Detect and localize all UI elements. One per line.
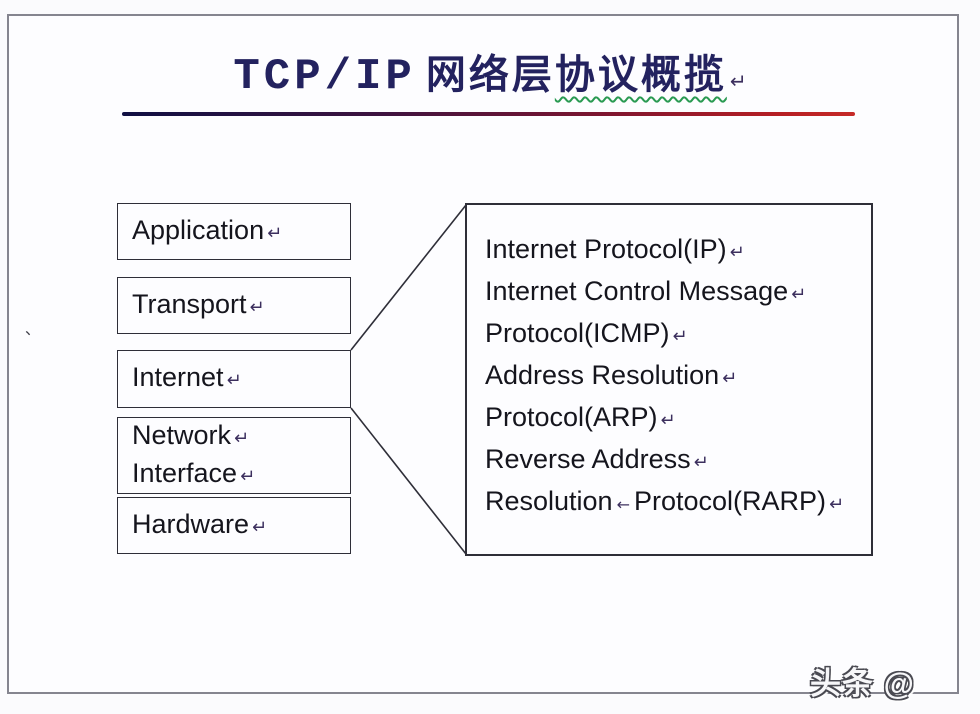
protocol-text: Resolution [485,486,613,516]
title-divider-rule [122,112,855,116]
protocol-item-arp: Address Resolution↵ Protocol(ARP)↵ [485,356,871,440]
protocol-text: Protocol(RARP) [633,486,827,516]
paragraph-return-mark: ↵ [791,284,807,305]
paragraph-return-mark: ↵ [693,452,709,473]
paragraph-return-mark: ↵ [729,242,745,263]
protocol-text: Protocol(ARP) [485,402,658,432]
paragraph-return-mark: ↵ [240,465,256,487]
paragraph-return-mark: ↵ [226,370,242,391]
title-chinese-text: 网络层协议概揽 [426,53,727,97]
layer-label-line: Internet↵ [132,360,350,398]
paragraph-return-mark: ↵ [660,410,676,431]
layer-label: Application [132,214,265,245]
paragraph-return-mark: ↵ [729,69,747,93]
layer-label: Interface [132,457,238,488]
stray-mark: 、 [25,321,41,338]
layer-label-line: Application↵ [132,213,350,251]
layer-label: Hardware [132,508,250,539]
layer-label-line: Network↵ [132,418,350,456]
paragraph-return-mark: ↵ [252,516,268,538]
protocol-item-ip: Internet Protocol(IP)↵ [485,230,871,272]
title-chinese-plain: 网络层 [425,53,555,97]
layer-label-line: Hardware↵ [132,507,350,545]
layer-label: Internet [132,362,224,392]
protocol-item-icmp: Internet Control Message↵ Protocol(ICMP)… [485,272,871,356]
layer-box-application: Application↵ [117,203,351,260]
tab-mark: ← [616,495,630,514]
layer-box-hardware: Hardware↵ [117,497,351,554]
toutiao-watermark: 头条 @ [810,666,915,701]
protocol-text: Protocol(ICMP) [485,318,670,348]
layer-box-internet: Internet↵ [117,350,351,408]
paragraph-return-mark: ↵ [249,296,265,318]
layer-label: Transport [132,288,247,319]
protocol-text: Internet Protocol(IP) [485,234,727,264]
protocol-text: Internet Control Message [485,276,789,306]
layer-label-line: Interface↵ [132,456,350,494]
protocol-text: Address Resolution [485,360,720,390]
layer-box-transport: Transport↵ [117,277,351,334]
protocol-detail-box: Internet Protocol(IP)↵ Internet Control … [465,203,873,556]
layer-box-network-interface: Network↵ Interface↵ [117,417,351,494]
protocol-text: Reverse Address [485,444,691,474]
protocol-item-rarp: Reverse Address↵ Resolution←Protocol(RAR… [485,440,871,524]
paragraph-return-mark: ↵ [722,368,738,389]
paragraph-return-mark: ↵ [672,326,688,347]
title-latin-text: TCP/IP [233,52,416,102]
paragraph-return-mark: ↵ [267,222,283,244]
layer-label: Network [132,419,232,450]
layer-label-line: Transport↵ [132,287,350,325]
title-chinese-underlined: 协议概揽 [554,53,727,97]
paragraph-return-mark: ↵ [234,427,250,449]
paragraph-return-mark: ↵ [829,494,845,515]
